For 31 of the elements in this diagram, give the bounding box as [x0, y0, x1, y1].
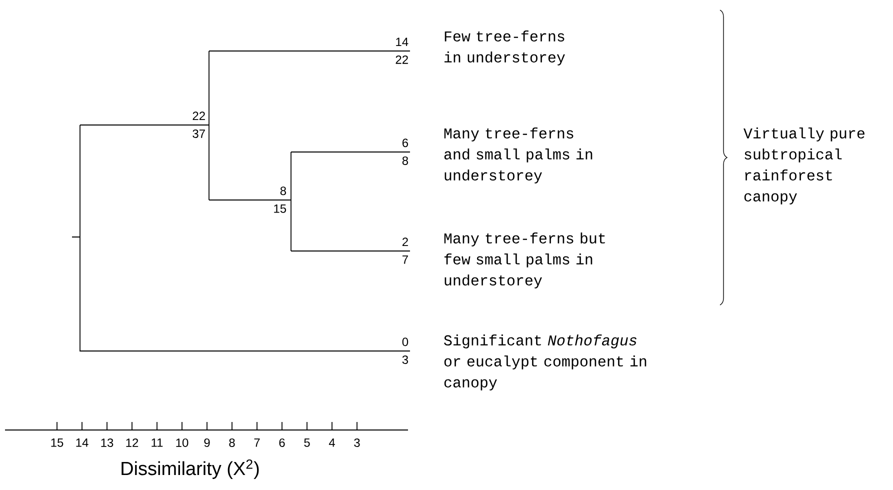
- cluster-description: Significant Nothofagus or eucalypt component in canopy: [444, 334, 646, 390]
- cluster-description: Many tree-ferns but few small palms in understorey: [444, 232, 605, 288]
- tick-label: 7: [254, 438, 260, 447]
- tick-label: 8: [229, 438, 235, 447]
- tick-label: 5: [304, 438, 310, 447]
- branch-number: 15: [274, 204, 286, 213]
- branch-number: 37: [192, 129, 205, 138]
- branch-number: 14: [396, 38, 408, 46]
- branch-number: 22: [192, 112, 205, 120]
- branch-number: 2: [402, 238, 408, 246]
- tick-label: 3: [354, 438, 360, 447]
- branch-number: 22: [396, 55, 408, 64]
- branch-number: 8: [402, 156, 408, 165]
- tick-label: 13: [101, 438, 114, 447]
- tick-label: 12: [126, 438, 138, 447]
- tick-label: 6: [279, 438, 285, 447]
- tick-label: 9: [204, 438, 210, 447]
- branch-number: 0: [402, 338, 408, 346]
- tick-label: 4: [328, 438, 335, 447]
- axis-title: Dissimilarity (X$^{2}$): [122, 459, 259, 479]
- group-label: Virtually pure subtropical rainforest canopy: [744, 127, 864, 204]
- tick-label: 10: [176, 438, 188, 447]
- branch-number: 3: [402, 355, 408, 364]
- branch-number: 6: [402, 138, 408, 148]
- branch-number: 8: [280, 186, 286, 196]
- cluster-description: Many tree-ferns and small palms in understorey: [444, 127, 592, 184]
- cluster-description: Few tree-ferns in understorey: [444, 30, 565, 66]
- tick-label: 11: [152, 438, 163, 447]
- tick-label: 14: [76, 438, 88, 447]
- branch-number: 7: [402, 255, 408, 264]
- tick-label: 15: [51, 438, 64, 447]
